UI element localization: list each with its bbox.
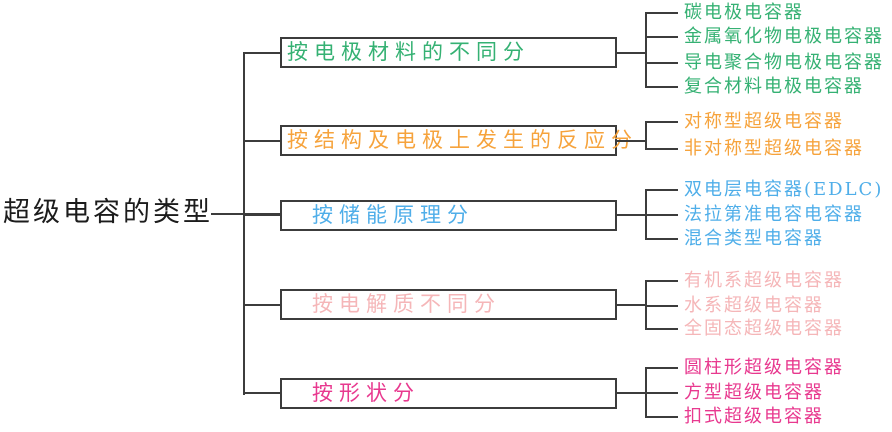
category-box: 按结构及电极上发生的反应分	[280, 125, 632, 156]
box-to-bracket-line	[617, 303, 647, 306]
category-label: 按电极材料的不同分	[287, 40, 530, 64]
leaf-label: 双电层电容器(EDLC)	[684, 179, 884, 200]
leaf-label: 有机系超级电容器	[684, 270, 844, 291]
leaf-label: 金属氧化物电极电容器	[684, 26, 884, 47]
root-label: 超级电容的类型	[3, 197, 213, 228]
spine-to-box-line	[244, 139, 280, 142]
leaf-stub-line	[645, 238, 678, 240]
box-to-bracket-line	[617, 214, 647, 216]
leaf-stub-line	[645, 86, 678, 88]
leaf-stub-line	[645, 416, 678, 418]
leaf-stub-line	[645, 305, 678, 307]
category-label: 按储能原理分	[312, 202, 474, 227]
leaf-label: 扣式超级电容器	[684, 406, 824, 427]
leaf-stub-line	[645, 280, 678, 282]
category-label: 按形状分	[312, 380, 420, 405]
leaf-label: 水系超级电容器	[684, 295, 824, 316]
bracket-line	[645, 12, 647, 88]
leaf-stub-line	[645, 148, 678, 150]
leaf-label: 混合类型电容器	[684, 228, 824, 249]
leaf-stub-line	[645, 328, 678, 330]
category-box: 按电极材料的不同分	[280, 37, 617, 68]
leaf-label: 非对称型超级电容器	[684, 138, 864, 159]
box-to-bracket-line	[617, 139, 647, 142]
leaf-label: 碳电极电容器	[684, 2, 804, 23]
leaf-label: 导电聚合物电极电容器	[684, 52, 884, 73]
root-connector-line	[211, 212, 281, 215]
leaf-label: 复合材料电极电容器	[684, 76, 864, 97]
spine-to-box-line	[244, 392, 280, 394]
category-box: 按电解质不同分	[280, 289, 617, 320]
category-label: 按电解质不同分	[312, 292, 501, 316]
category-box: 按形状分	[280, 377, 617, 409]
leaf-stub-line	[645, 62, 678, 64]
leaf-stub-line	[645, 189, 678, 191]
leaf-label: 圆柱形超级电容器	[684, 357, 844, 378]
leaf-stub-line	[645, 367, 678, 369]
spine-to-box-line	[244, 303, 280, 306]
leaf-stub-line	[645, 392, 678, 394]
leaf-stub-line	[645, 121, 678, 123]
spine-to-box-line	[244, 51, 280, 54]
category-box: 按储能原理分	[280, 199, 617, 231]
bracket-line	[645, 121, 647, 150]
box-to-bracket-line	[617, 392, 647, 394]
leaf-stub-line	[645, 214, 678, 216]
tree-spine-line	[243, 51, 245, 395]
spine-to-box-line	[244, 214, 280, 216]
leaf-label: 方型超级电容器	[684, 382, 824, 403]
leaf-stub-line	[645, 12, 678, 14]
category-label: 按结构及电极上发生的反应分	[287, 128, 638, 152]
leaf-stub-line	[645, 36, 678, 38]
box-to-bracket-line	[617, 51, 647, 54]
leaf-label: 对称型超级电容器	[684, 111, 844, 132]
leaf-label: 全固态超级电容器	[684, 318, 844, 339]
leaf-label: 法拉第准电容电容器	[684, 204, 864, 225]
